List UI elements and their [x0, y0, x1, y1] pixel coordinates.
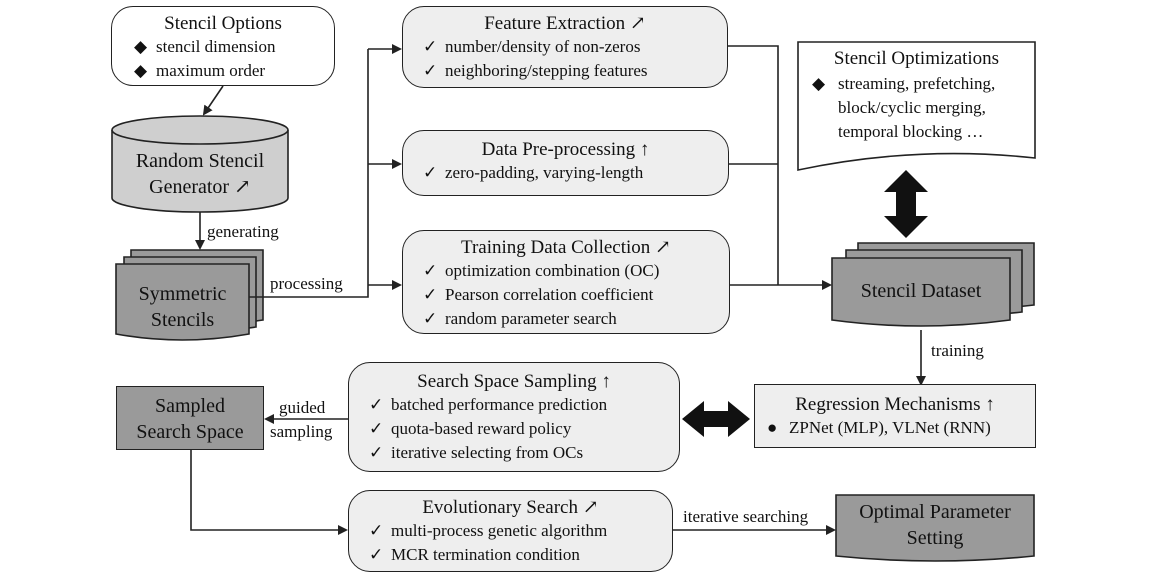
diamond-bullet-icon: ◆ [134, 61, 148, 80]
diagonal-arrow-icon: ↗ [234, 176, 251, 198]
feature-extraction-title: Feature Extraction [484, 13, 626, 34]
stencil-options-item-1: ◆stencil dimension [112, 35, 334, 59]
sampling-item-2: ✓quota-based reward policy [349, 417, 679, 441]
processing-label: processing [270, 274, 343, 293]
evolutionary-item-1: ✓multi-process genetic algorithm [349, 519, 672, 543]
stencil-options-box: Stencil Options ◆stencil dimension ◆maxi… [111, 6, 335, 86]
regression-item-1: ●ZPNet (MLP), VLNet (RNN) [755, 416, 1035, 440]
feature-item-1: ✓number/density of non-zeros [403, 35, 727, 59]
check-icon: ✓ [369, 443, 384, 462]
up-arrow-icon: ↑ [985, 394, 995, 415]
symmetric-stencils-label: Symmetric Stencils [138, 283, 227, 331]
guided-label: guided [279, 398, 326, 417]
stencil-options-title: Stencil Options [164, 13, 282, 34]
optimizations-dataset-double-arrow [884, 170, 928, 238]
generator-label: Random Stencil Generator ↗ [135, 150, 265, 198]
sampling-title: Search Space Sampling [417, 371, 597, 392]
collection-item-3: ✓random parameter search [403, 307, 729, 331]
feature-extraction-box: Feature Extraction ↗ ✓number/density of … [402, 6, 728, 88]
preproc-item-1: ✓zero-padding, varying-length [403, 161, 728, 185]
sampled-line1: Sampled [155, 395, 225, 417]
diagonal-arrow-icon: ↗ [655, 237, 671, 258]
circle-bullet-icon: ● [767, 418, 778, 437]
evolutionary-title: Evolutionary Search [422, 497, 578, 518]
sampled-line2: Search Space [136, 421, 244, 443]
diagonal-arrow-icon: ↗ [582, 497, 599, 518]
check-icon: ✓ [423, 261, 438, 280]
stencil-options-item-2: ◆maximum order [112, 59, 334, 83]
check-icon: ✓ [369, 419, 384, 438]
check-icon: ✓ [369, 395, 384, 414]
generating-label: generating [207, 222, 279, 241]
diamond-bullet-icon: ◆ [812, 74, 826, 93]
regression-mechanisms-box: Regression Mechanisms ↑ ●ZPNet (MLP), VL… [754, 384, 1036, 448]
up-arrow-icon: ↑ [601, 371, 611, 392]
stencil-dataset-label: Stencil Dataset [860, 280, 982, 302]
processing-connector [249, 49, 369, 298]
diagonal-arrow-icon: ↗ [629, 13, 646, 34]
symmetric-stencils-stack [115, 249, 264, 341]
regression-title: Regression Mechanisms [795, 394, 981, 415]
sampling-item-1: ✓batched performance prediction [349, 393, 679, 417]
check-icon: ✓ [369, 545, 384, 564]
optimal-document [835, 494, 1035, 562]
optimizations-content: Stencil Optimizations ◆ streaming, prefe… [798, 48, 1035, 144]
check-icon: ✓ [423, 285, 438, 304]
optimizations-document [797, 41, 1036, 171]
up-arrow-icon: ↑ [639, 139, 650, 160]
collection-item-2: ✓Pearson correlation coefficient [403, 283, 729, 307]
optimal-setting-label: Optimal Parameter Setting [859, 501, 1011, 549]
evolutionary-item-2: ✓MCR termination condition [349, 543, 672, 567]
check-icon: ✓ [423, 309, 438, 328]
check-icon: ✓ [423, 163, 438, 182]
sampling-item-3: ✓iterative selecting from OCs [349, 441, 679, 465]
iterative-searching-label: iterative searching [683, 507, 809, 526]
data-preprocessing-title: Data Pre-processing [481, 139, 636, 160]
feature-item-2: ✓neighboring/stepping features [403, 59, 727, 83]
regression-sampling-double-arrow [682, 401, 750, 437]
check-icon: ✓ [369, 521, 384, 540]
feature-to-dataset-line [728, 45, 779, 285]
check-icon: ✓ [423, 61, 438, 80]
sampled-to-evolutionary-line [190, 450, 348, 535]
sampling-label: sampling [270, 422, 333, 441]
training-label: training [931, 341, 984, 360]
optimizations-item: ◆ streaming, prefetching, block/cyclic m… [812, 74, 996, 141]
evolutionary-search-box: Evolutionary Search ↗ ✓multi-process gen… [348, 490, 673, 572]
training-collection-title: Training Data Collection [461, 237, 651, 258]
search-space-sampling-box: Search Space Sampling ↑ ✓batched perform… [348, 362, 680, 472]
data-preprocessing-box: Data Pre-processing ↑ ✓zero-padding, var… [402, 130, 729, 196]
collection-item-1: ✓optimization combination (OC) [403, 259, 729, 283]
options-to-generator-arrow [202, 85, 224, 116]
stencil-dataset-stack [831, 242, 1035, 327]
sampled-search-space-box: Sampled Search Space [116, 386, 264, 450]
check-icon: ✓ [423, 37, 438, 56]
training-collection-box: Training Data Collection ↗ ✓optimization… [402, 230, 730, 334]
generator-cylinder [111, 115, 289, 213]
diamond-bullet-icon: ◆ [134, 37, 148, 56]
optimizations-title: Stencil Optimizations [833, 48, 1000, 69]
